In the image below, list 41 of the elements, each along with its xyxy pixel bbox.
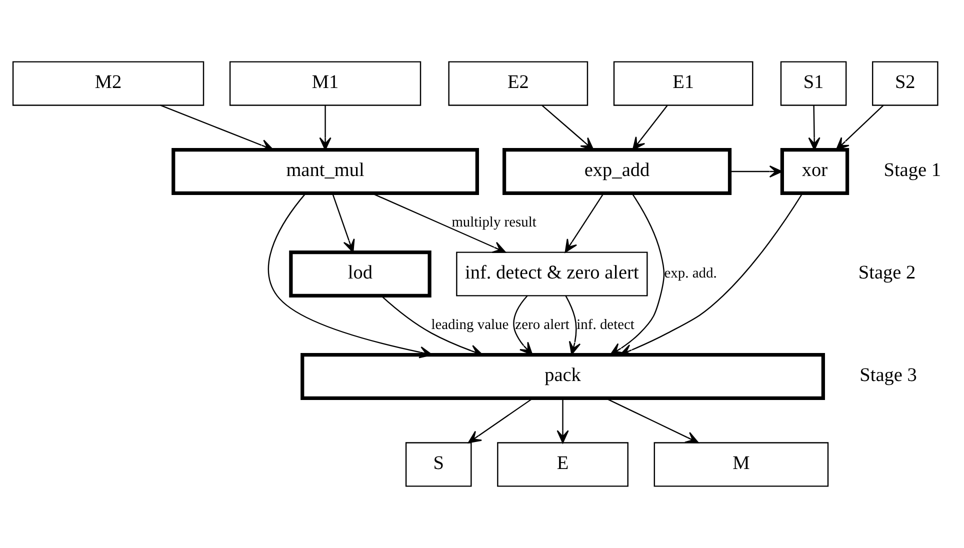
arrow (513, 295, 533, 356)
node-box: S (405, 442, 472, 487)
node-box: mant_mul (172, 148, 479, 196)
arrow (556, 398, 569, 444)
arrow (730, 166, 782, 178)
node-box: S1 (780, 61, 847, 106)
node-box: pack (300, 352, 825, 400)
node-box: E (497, 442, 628, 487)
arrow (632, 105, 668, 150)
node-box: M2 (12, 61, 204, 106)
node-box: S2 (872, 61, 938, 106)
arrow (564, 193, 604, 253)
arrow (610, 193, 665, 356)
node-box: E1 (613, 61, 754, 106)
edge-label: inf. detect (576, 316, 634, 333)
node-box: M1 (229, 61, 422, 106)
edge-label: zero alert (515, 316, 570, 333)
node-box: M (654, 442, 829, 487)
node-box: xor (780, 148, 850, 196)
arrow (332, 193, 355, 253)
arrow (565, 296, 581, 355)
edge-label: multiply result (452, 214, 536, 230)
label: Stage 2 (858, 262, 916, 284)
arrow (836, 105, 884, 150)
label: Stage 1 (884, 160, 942, 182)
arrow (808, 105, 820, 150)
label: Stage 3 (860, 365, 917, 386)
arrow (605, 398, 699, 444)
arrow (268, 193, 433, 358)
arrow (468, 398, 534, 444)
node-box: lod (289, 250, 432, 298)
arrow (372, 192, 506, 253)
node-box: exp_add (502, 148, 732, 196)
arrow (160, 104, 274, 151)
node-box: inf. detect & zero alert (456, 252, 648, 296)
arrow (620, 193, 803, 356)
arrow (542, 105, 594, 150)
edge-label: leading value (431, 316, 509, 333)
arrow (319, 105, 332, 150)
node-box: E2 (448, 61, 588, 106)
edge-label: exp. add. (664, 266, 717, 282)
